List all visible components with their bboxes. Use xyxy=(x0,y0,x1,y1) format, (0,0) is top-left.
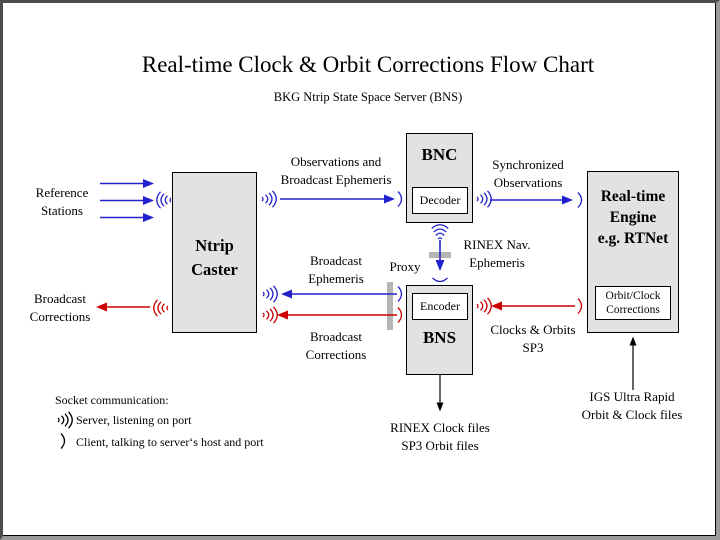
socket-server-icon-ntrip-right-ephemeris xyxy=(262,285,278,303)
legend-heading: Socket communication: xyxy=(55,393,169,407)
observations-broadcast-ephemeris-label: Observations and Broadcast Ephemeris xyxy=(280,154,392,187)
broadcast-corrections-left-label: Broadcast Corrections xyxy=(29,291,91,324)
proxy-label: Proxy xyxy=(389,259,421,274)
broadcast-corrections-mid-label: Broadcast Corrections xyxy=(305,329,367,362)
broadcast-ephemeris-label: Broadcast Ephemeris xyxy=(308,253,364,286)
socket-client-icon-engine-left-blue xyxy=(577,191,583,209)
socket-server-icon-ntrip-left-red xyxy=(153,299,169,317)
page-title: Real-time Clock & Orbit Corrections Flow… xyxy=(141,52,595,77)
socket-server-icon-ntrip-left-blue xyxy=(156,191,172,209)
socket-client-icon-bns-left-blue xyxy=(397,285,403,303)
ntrip-caster-box: Ntrip Caster xyxy=(172,172,257,333)
bns-label: BNS xyxy=(422,328,457,347)
engine-label-line2: Engine xyxy=(609,209,657,226)
orbit-clock-line2: Corrections xyxy=(606,304,660,316)
engine-label-line3: e.g. RTNet xyxy=(597,230,669,247)
orbit-clock-line1: Orbit/Clock xyxy=(605,290,661,302)
rinex-clock-files-label: RINEX Clock files SP3 Orbit files xyxy=(390,420,490,453)
legend-client-icon xyxy=(60,432,66,450)
igs-ultra-rapid-label: IGS Ultra Rapid Orbit & Clock files xyxy=(581,389,683,422)
page-subtitle: BKG Ntrip State Space Server (BNS) xyxy=(273,90,463,104)
legend-server-icon xyxy=(57,411,73,429)
orbit-clock-corrections-box: Orbit/Clock Corrections xyxy=(595,286,671,320)
legend-server-label: Server, listening on port xyxy=(76,413,192,427)
clocks-orbits-sp3-label: Clocks & Orbits SP3 xyxy=(490,322,576,355)
encoder-box: Encoder xyxy=(412,293,468,320)
socket-server-icon-bns-right xyxy=(476,297,492,315)
socket-server-icon-ntrip-right-obs xyxy=(261,190,277,208)
legend-client-label: Client, talking to server‘s host and por… xyxy=(76,435,264,449)
decoder-box: Decoder xyxy=(412,187,468,214)
reference-stations-label: Reference Stations xyxy=(35,185,89,218)
bnc-label: BNC xyxy=(421,145,458,164)
socket-server-icon-ntrip-right-corrections xyxy=(262,306,278,324)
socket-server-icon-bnc-bottom xyxy=(431,224,449,240)
socket-client-icon-bnc-left xyxy=(397,190,403,208)
socket-client-icon-engine-left-red xyxy=(577,297,583,315)
realtime-engine-box: Real-time Engine e.g. RTNet Orbit/Clock … xyxy=(587,171,679,333)
bns-box: Encoder BNS xyxy=(406,285,473,375)
proxy-bar-vertical xyxy=(387,282,393,330)
engine-label-line1: Real-time xyxy=(600,188,666,205)
ntrip-caster-label-line2: Caster xyxy=(191,259,238,279)
ntrip-caster-label-line1: Ntrip xyxy=(195,235,234,255)
socket-client-icon-bns-left-red xyxy=(397,306,403,324)
synchronized-observations-label: Synchronized Observations xyxy=(492,157,564,190)
socket-client-icon-bns-top xyxy=(431,277,449,283)
bnc-box: BNC Decoder xyxy=(406,133,473,223)
proxy-bar-horizontal xyxy=(429,252,451,258)
rinex-nav-ephemeris-label: RINEX Nav. Ephemeris xyxy=(463,237,531,270)
socket-server-icon-bnc-right xyxy=(476,190,492,208)
